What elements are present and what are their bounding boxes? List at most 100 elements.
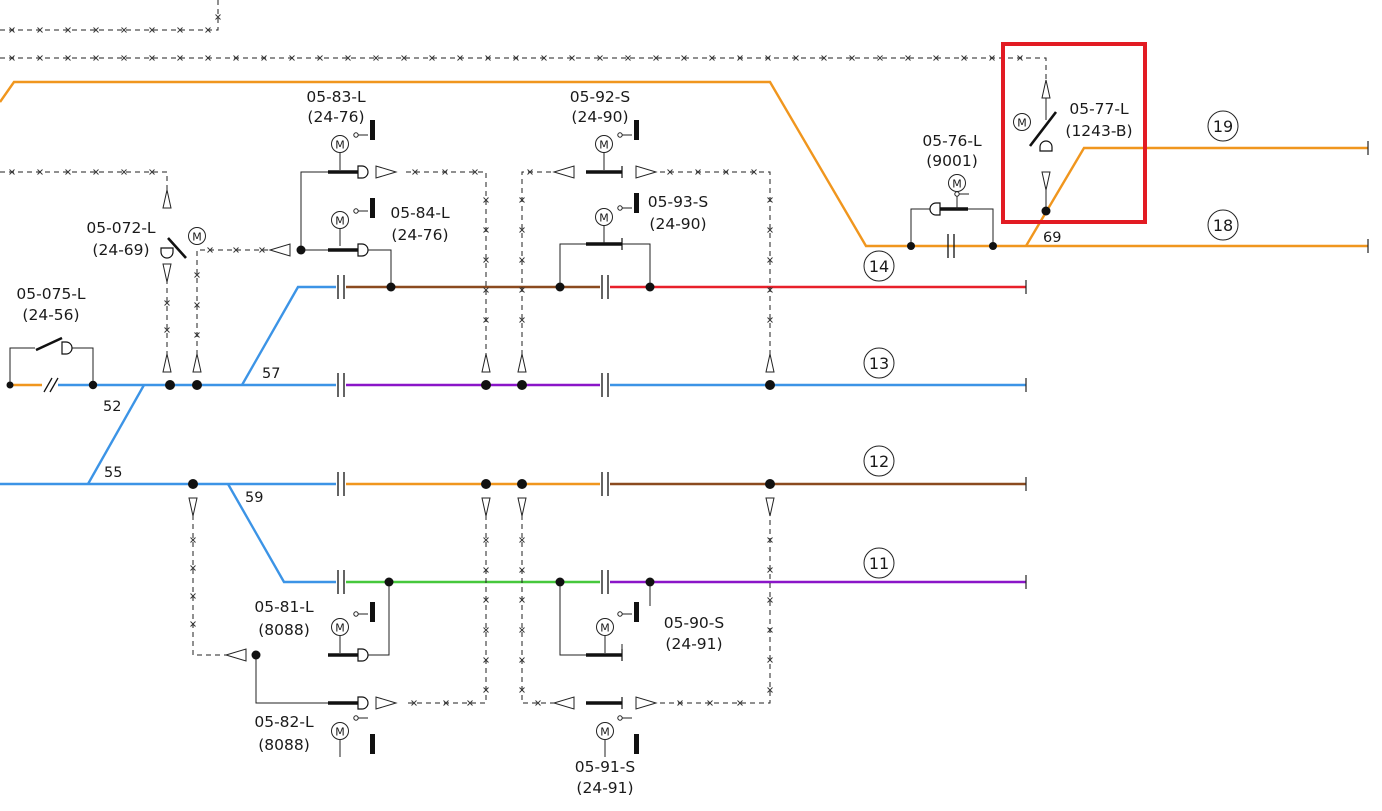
motor-icon: M <box>948 174 969 209</box>
dash-marker <box>317 55 323 61</box>
dash-marker <box>93 169 99 175</box>
dash-marker <box>205 55 211 61</box>
motor-icon: M <box>331 120 375 170</box>
dash-marker <box>709 55 715 61</box>
dash-marker <box>65 27 71 33</box>
dash-marker <box>877 55 883 61</box>
dash-marker <box>93 27 99 33</box>
track-14-label: 14 <box>869 257 889 276</box>
switch-69-label: 69 <box>1043 230 1061 246</box>
dash-marker <box>519 287 525 293</box>
dash-marker <box>207 247 213 253</box>
dash-marker <box>767 657 773 663</box>
device-05-072-id: 05-072-L <box>86 219 155 237</box>
dash-marker <box>233 55 239 61</box>
dash-marker <box>483 197 489 203</box>
device-05-93-id: 05-93-S <box>648 193 708 211</box>
dash-marker <box>793 55 799 61</box>
lever-heads <box>61 140 1053 355</box>
dash-marker <box>65 169 71 175</box>
dash-marker <box>194 302 200 308</box>
dash-marker <box>905 55 911 61</box>
switch-numbers: 52 55 57 59 69 <box>103 230 1061 506</box>
dash-marker <box>442 169 448 175</box>
motor-label: M <box>599 212 609 225</box>
dash-marker <box>164 327 170 333</box>
dash-marker <box>149 27 155 33</box>
dash-marker <box>677 700 683 706</box>
motor-label: M <box>599 139 609 152</box>
device-05-91-id: 05-91-S <box>575 758 635 776</box>
track-ends <box>1025 141 1369 589</box>
dash-marker <box>519 317 525 323</box>
direction-arrows <box>162 79 1051 710</box>
dash-marker <box>767 287 773 293</box>
device-05-93-ref: (24-90) <box>649 215 706 233</box>
motor-icon: M <box>595 193 639 243</box>
dash-marker <box>177 27 183 33</box>
device-05-76-id: 05-76-L <box>922 132 982 150</box>
track-11-label: 11 <box>869 554 889 573</box>
dash-marker <box>483 317 489 323</box>
dashed-control-lines <box>166 171 771 704</box>
dash-marker <box>519 657 525 663</box>
motor-label: M <box>952 178 962 191</box>
dash-marker <box>483 627 489 633</box>
dash-marker <box>695 169 701 175</box>
hand-levers <box>35 111 1058 352</box>
dash-marker <box>767 597 773 603</box>
device-05-90-ref: (24-91) <box>665 635 722 653</box>
device-labels: 05-83-L (24-76) 05-84-L (24-76) 05-92-S … <box>16 88 1132 797</box>
dash-marker <box>233 247 239 253</box>
dash-marker <box>345 55 351 61</box>
motor-icon: M <box>188 227 206 245</box>
dash-marker <box>443 700 449 706</box>
track-13-label: 13 <box>869 354 889 373</box>
dash-marker <box>472 169 478 175</box>
switch-52-label: 52 <box>103 399 121 415</box>
track-orange-upper <box>0 80 1368 248</box>
dash-marker <box>190 621 196 627</box>
dash-marker <box>9 55 15 61</box>
dash-marker <box>737 700 743 706</box>
dash-marker <box>483 227 489 233</box>
motor-icon: M <box>596 602 639 653</box>
dash-marker <box>289 55 295 61</box>
switch-bars <box>328 170 968 705</box>
dash-marker <box>121 169 127 175</box>
dash-marker <box>535 700 541 706</box>
dash-marker <box>767 257 773 263</box>
device-05-91-ref: (24-91) <box>576 779 633 797</box>
dash-marker <box>821 55 827 61</box>
dash-marker <box>37 27 43 33</box>
dash-marker <box>933 55 939 61</box>
switch-59-label: 59 <box>245 490 263 506</box>
dash-marker <box>483 257 489 263</box>
dash-marker <box>485 55 491 61</box>
dash-marker <box>9 169 15 175</box>
track-19-label: 19 <box>1213 117 1233 136</box>
device-05-92-ref: (24-90) <box>571 108 628 126</box>
dash-marker <box>681 55 687 61</box>
dash-marker <box>767 227 773 233</box>
dash-marker <box>767 537 773 543</box>
dash-marker <box>767 687 773 693</box>
device-05-81-id: 05-81-L <box>254 598 314 616</box>
dash-marker <box>513 55 519 61</box>
dash-marker <box>667 169 673 175</box>
dash-marker <box>411 700 417 706</box>
dash-marker <box>519 567 525 573</box>
junction-dots <box>6 206 1051 660</box>
dash-marker <box>483 567 489 573</box>
device-05-075-ref: (24-56) <box>22 306 79 324</box>
dash-marker <box>765 55 771 61</box>
dash-marker <box>519 597 525 603</box>
track-numbers: 19 18 14 13 12 11 <box>869 117 1233 573</box>
dash-marker <box>205 27 211 33</box>
dash-marker <box>194 332 200 338</box>
dash-marker <box>519 257 525 263</box>
highlight-box <box>1001 42 1147 224</box>
lock-heads <box>357 165 941 710</box>
dash-marker <box>519 197 525 203</box>
dash-marker <box>121 27 127 33</box>
